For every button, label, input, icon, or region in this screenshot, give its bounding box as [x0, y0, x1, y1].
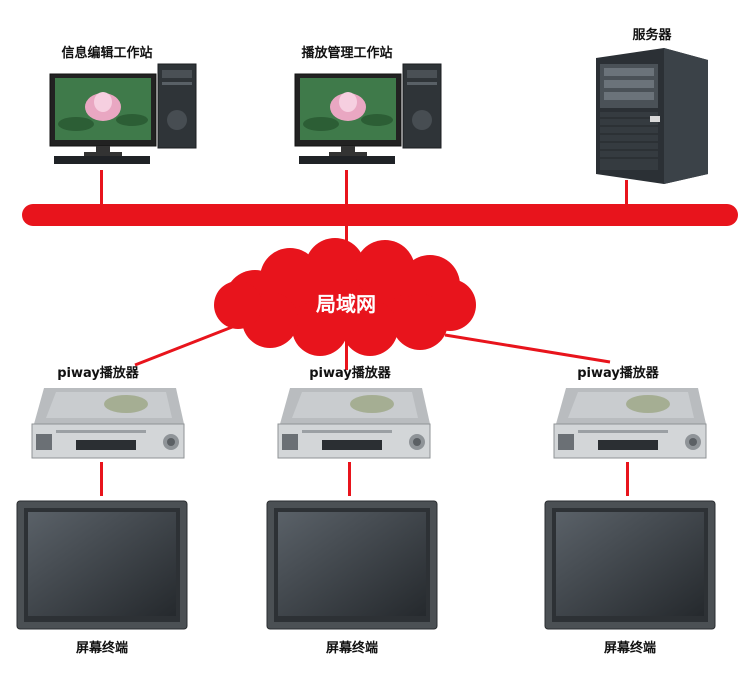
lcd-monitor-icon [16, 500, 188, 630]
lcd-monitor-icon [544, 500, 716, 630]
tower-server-icon [596, 48, 708, 184]
link-player-screen-1 [100, 462, 103, 496]
lcd-monitor-icon [266, 500, 438, 630]
media-player-box-icon [31, 388, 185, 459]
player-label-2: piway播放器 [309, 366, 391, 381]
workstation-edit-label: 信息编辑工作站 [61, 46, 153, 61]
server-label: 服务器 [632, 28, 672, 43]
link-lan-player-3 [444, 333, 611, 364]
link-lan-player-2 [345, 340, 348, 370]
network-backbone [22, 204, 738, 226]
player-label-1: piway播放器 [57, 366, 139, 381]
link-player-screen-2 [348, 462, 351, 496]
network-cloud-icon [214, 238, 476, 356]
media-player-box-icon [553, 388, 707, 459]
desktop-computer-icon [49, 63, 197, 164]
link-player-screen-3 [626, 462, 629, 496]
media-player-box-icon [277, 388, 431, 459]
link-ws-edit [100, 170, 103, 206]
link-ws-play [345, 170, 348, 206]
screen-label-2: 屏幕终端 [325, 641, 379, 656]
link-lan-player-1 [134, 320, 246, 367]
desktop-computer-icon [294, 63, 442, 164]
player-label-3: piway播放器 [577, 366, 659, 381]
screen-label-3: 屏幕终端 [603, 641, 657, 656]
link-server [625, 180, 628, 206]
screen-label-1: 屏幕终端 [75, 641, 129, 656]
workstation-play-label: 播放管理工作站 [301, 46, 393, 61]
lan-label: 局域网 [316, 292, 376, 316]
